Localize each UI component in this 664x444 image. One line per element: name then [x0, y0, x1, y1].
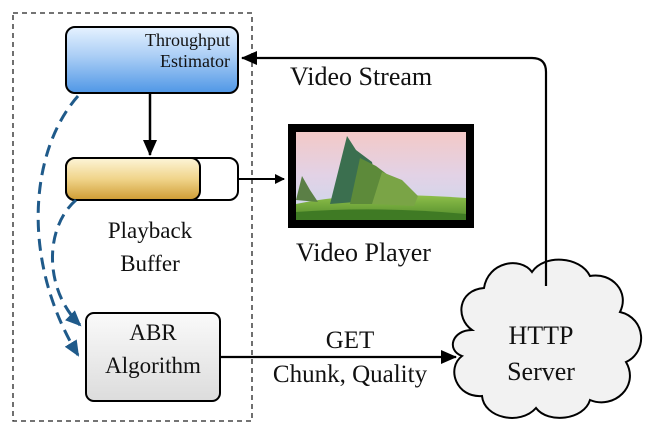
throughput-estimator-line2: Estimator	[160, 50, 230, 71]
client-boundary	[12, 12, 253, 422]
buffer-to-abr-dashed-arrow	[51, 198, 82, 327]
http-server-cloud	[451, 258, 642, 419]
playback-buffer-line2: Buffer	[120, 251, 180, 276]
get-request-line1: GET	[325, 327, 375, 354]
throughput-estimator-line1: Throughput	[145, 30, 230, 50]
get-request-line2: Chunk, Quality	[272, 361, 428, 388]
playback-buffer-label: Playback Buffer	[70, 214, 230, 280]
video-player-screen	[288, 124, 474, 228]
abr-algorithm-line1: ABR	[129, 320, 177, 345]
video-stream-label: Video Stream	[290, 62, 433, 91]
abr-algorithm-label: ABR Algorithm	[86, 316, 220, 382]
http-server-line2: Server	[507, 357, 575, 386]
playback-buffer-line1: Playback	[107, 218, 193, 243]
abr-algorithm-line2: Algorithm	[105, 353, 201, 378]
throughput-estimator-label: Throughput Estimator	[66, 30, 238, 71]
get-request-label: GET Chunk, Quality	[250, 324, 450, 392]
estimator-to-abr-dashed-arrow	[36, 95, 80, 357]
http-server-line1: HTTP	[508, 321, 574, 350]
http-server-label: HTTP Server	[456, 318, 626, 390]
throughput-estimator-box	[65, 26, 239, 94]
playback-buffer-fill	[65, 157, 201, 201]
video-stream-arrow	[241, 51, 548, 286]
video-player-label: Video Player	[296, 238, 431, 267]
